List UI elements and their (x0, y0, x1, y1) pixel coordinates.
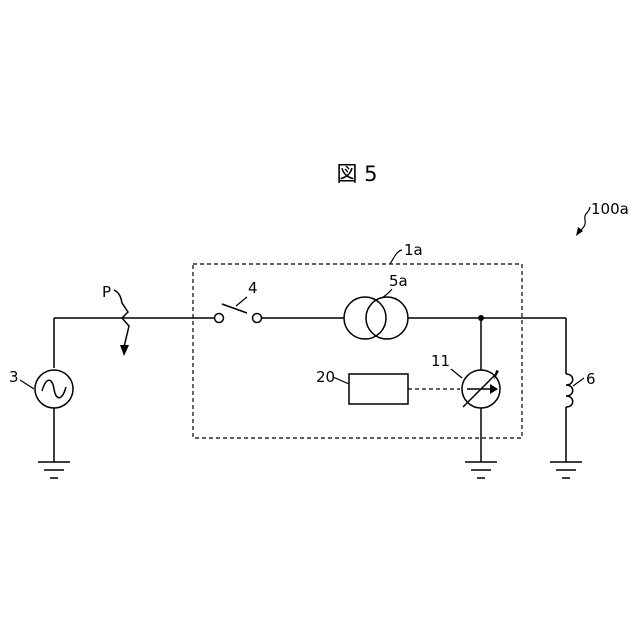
variable-element-label: 11 (431, 352, 450, 370)
system-label: 100a (591, 200, 629, 218)
fault-point-label: P (102, 283, 111, 301)
variable-element-icon (462, 370, 500, 408)
ground-icon (38, 462, 70, 478)
controller-box (349, 374, 408, 404)
device-label: 1a (404, 241, 423, 259)
ac-source-leader (20, 380, 34, 389)
reactor-label: 6 (586, 370, 596, 388)
system-label-arrow (576, 207, 590, 236)
breaker-label: 4 (248, 279, 258, 297)
figure-title: 図 5 (336, 162, 377, 186)
breaker-switch-icon (215, 297, 262, 323)
variable-element-leader (451, 369, 462, 378)
main-line (54, 318, 566, 368)
fault-lightning-icon (114, 290, 129, 356)
ground-icon (465, 462, 497, 478)
reactor-leader (573, 378, 584, 386)
ac-source-label: 3 (9, 368, 19, 386)
transformer-icon (344, 297, 408, 339)
device-label-leader (390, 250, 402, 264)
inductor-coil-icon (566, 374, 573, 407)
ground-icon (550, 462, 582, 478)
controller-label: 20 (316, 368, 335, 386)
transformer-label: 5a (389, 272, 408, 290)
device-boundary (193, 264, 522, 438)
controller-leader (333, 377, 349, 384)
ac-source-icon (35, 370, 73, 408)
